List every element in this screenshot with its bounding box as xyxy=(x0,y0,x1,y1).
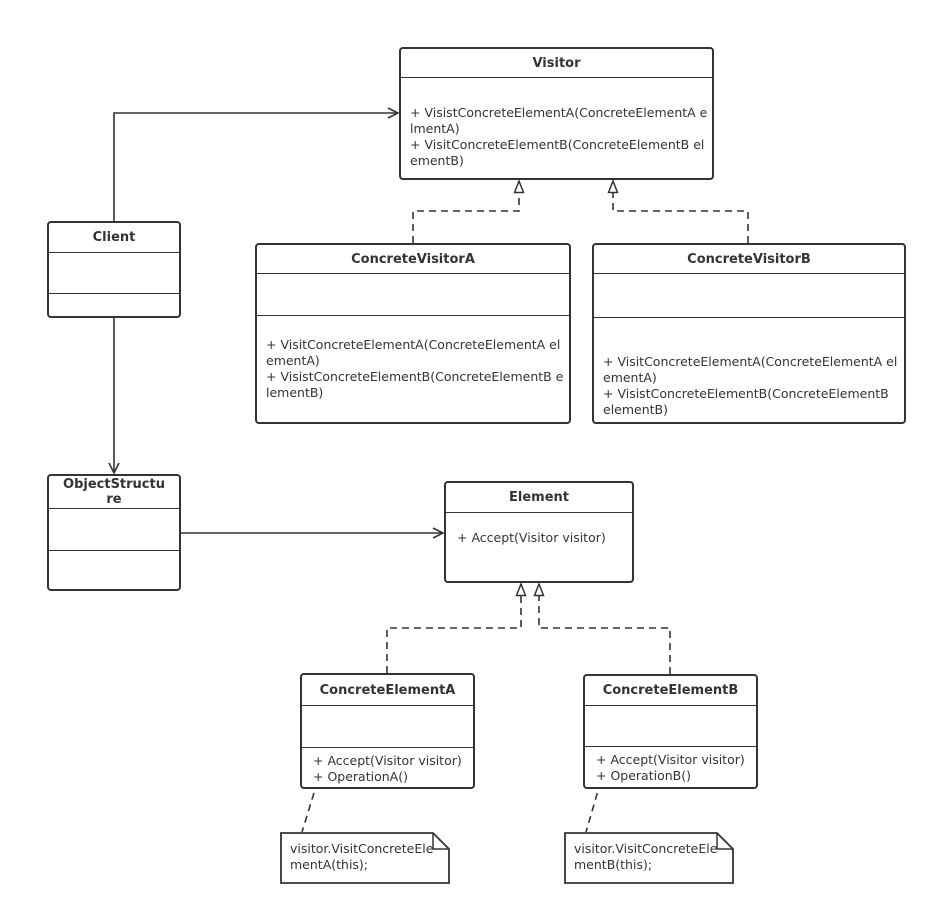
operation: + VisistConcreteElementB(ConcreteElement… xyxy=(266,369,564,400)
operations-divider xyxy=(49,293,179,294)
attributes-divider xyxy=(585,705,756,706)
operation: + VisitConcreteElementA(ConcreteElementA… xyxy=(266,337,561,368)
operations-divider xyxy=(49,550,179,551)
note-text: visitor.VisitConcreteElementA(this); xyxy=(290,841,434,872)
client-visitor-association xyxy=(113,113,398,221)
visitor-a-realization xyxy=(412,181,519,243)
class-name: Client xyxy=(92,230,136,245)
attributes-divider xyxy=(594,273,904,274)
element-a-realization xyxy=(386,584,521,673)
class-visitor[interactable]: Visitor + VisistConcreteElementA(Concret… xyxy=(399,47,714,180)
operations-divider xyxy=(585,746,756,747)
attributes-divider xyxy=(401,77,712,78)
class-name: ConcreteVisitorA xyxy=(351,252,475,267)
note-a-anchor xyxy=(301,769,322,833)
visitor-b-realization xyxy=(613,181,749,243)
attributes-divider xyxy=(446,512,632,513)
class-name: ConcreteElementB xyxy=(602,683,739,698)
note-text: visitor.VisitConcreteElementB(this); xyxy=(574,841,718,872)
class-name: ObjectStructure xyxy=(63,477,165,507)
class-name: Visitor xyxy=(532,56,581,71)
operations-list: + VisistConcreteElementA(ConcreteElement… xyxy=(410,105,708,169)
note-shape xyxy=(564,832,734,884)
operation: + Accept(Visitor visitor) xyxy=(596,752,745,767)
operation: + VisitConcreteElementA(ConcreteElementA… xyxy=(603,354,898,385)
note-concrete-element-a[interactable]: visitor.VisitConcreteElementA(this); xyxy=(280,832,450,884)
note-b-anchor xyxy=(585,769,605,833)
class-client[interactable]: Client xyxy=(47,221,181,318)
operation: + VisitConcreteElementB(ConcreteElementB… xyxy=(410,137,705,168)
class-element[interactable]: Element + Accept(Visitor visitor) xyxy=(444,481,634,583)
operations-list: + Accept(Visitor visitor) xyxy=(457,530,628,546)
operations-list: + VisitConcreteElementA(ConcreteElementA… xyxy=(266,337,565,401)
element-b-realization xyxy=(539,584,671,674)
operations-divider xyxy=(257,315,569,316)
operations-divider xyxy=(302,747,473,748)
attributes-divider xyxy=(49,508,179,509)
operation: + Accept(Visitor visitor) xyxy=(457,530,606,545)
class-concrete-element-b[interactable]: ConcreteElementB + Accept(Visitor visito… xyxy=(583,674,758,789)
operation: + OperationA() xyxy=(313,769,408,784)
class-object-structure[interactable]: ObjectStructure xyxy=(47,474,181,591)
class-name: ConcreteElementA xyxy=(319,683,456,698)
operation: + OperationB() xyxy=(596,768,691,783)
class-name: Element xyxy=(509,490,569,505)
class-concrete-element-a[interactable]: ConcreteElementA + Accept(Visitor visito… xyxy=(300,673,475,789)
note-concrete-element-b[interactable]: visitor.VisitConcreteElementB(this); xyxy=(564,832,734,884)
operations-list: + Accept(Visitor visitor) + OperationB() xyxy=(596,752,752,784)
attributes-divider xyxy=(257,273,569,274)
operations-list: + Accept(Visitor visitor) + OperationA() xyxy=(313,753,469,785)
attributes-divider xyxy=(49,252,179,253)
class-name: ConcreteVisitorB xyxy=(687,252,811,267)
operations-list: + VisitConcreteElementA(ConcreteElementA… xyxy=(603,354,900,418)
operation: + Accept(Visitor visitor) xyxy=(313,753,462,768)
attributes-divider xyxy=(302,705,473,706)
operations-divider xyxy=(594,317,904,318)
class-concrete-visitor-a[interactable]: ConcreteVisitorA + VisitConcreteElementA… xyxy=(255,243,571,424)
operation: + VisistConcreteElementB(ConcreteElement… xyxy=(603,386,893,417)
note-shape xyxy=(280,832,450,884)
class-concrete-visitor-b[interactable]: ConcreteVisitorB + VisitConcreteElementA… xyxy=(592,243,906,424)
operation: + VisistConcreteElementA(ConcreteElement… xyxy=(410,105,708,136)
